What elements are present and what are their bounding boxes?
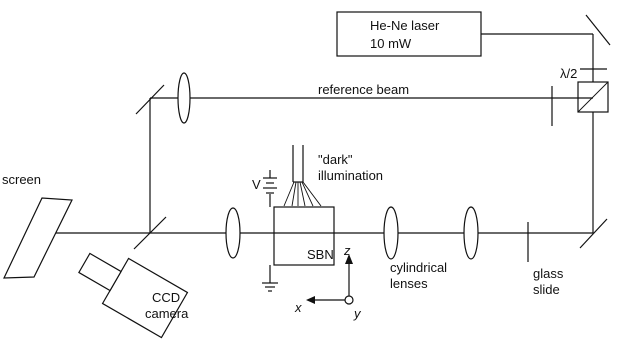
lenses-label: lenses	[390, 276, 428, 291]
imaging-lens	[225, 207, 241, 259]
illumination-ray-5	[301, 181, 314, 207]
z-axis-label: z	[343, 243, 351, 258]
y-axis-label: y	[353, 306, 362, 321]
cylindrical-lens-2	[463, 206, 479, 260]
illumination-ray-2	[291, 181, 297, 207]
x-axis-arrowhead	[306, 296, 315, 304]
laser-power-label: 10 mW	[370, 36, 412, 51]
sbn-label: SBN	[307, 247, 334, 262]
cylindrical-lens-1	[383, 206, 399, 260]
illumination-ray-6	[302, 181, 322, 207]
illumination-ray-4	[299, 181, 306, 207]
ccd-camera-lens	[78, 252, 122, 292]
x-axis-label: x	[294, 300, 302, 315]
reference-beam-label: reference beam	[318, 82, 409, 97]
screen	[3, 197, 73, 279]
reference-beam-lens	[177, 72, 191, 124]
illumination-ray-1	[283, 181, 295, 207]
ccd-label: CCD	[152, 290, 180, 305]
illumination-label: illumination	[318, 168, 383, 183]
mirror-bottom-right	[579, 218, 608, 249]
slide-label: slide	[533, 282, 560, 297]
laser-label: He-Ne laser	[370, 18, 440, 33]
mirror-top-right	[585, 14, 611, 46]
voltage-label: V	[252, 177, 261, 192]
camera-label: camera	[145, 306, 189, 321]
cylindrical-label: cylindrical	[390, 260, 447, 275]
combining-beam-splitter	[133, 216, 167, 250]
dark-label: "dark"	[318, 152, 353, 167]
ccd-camera	[78, 252, 189, 339]
sbn-crystal	[273, 206, 335, 266]
z-axis-arrowhead	[345, 254, 353, 264]
beam-splitter-diagonal	[577, 81, 609, 113]
laser-box	[336, 11, 482, 57]
half-wave-label: λ/2	[560, 66, 577, 81]
y-axis-marker	[344, 295, 354, 305]
glass-label: glass	[533, 266, 564, 281]
screen-label: screen	[2, 172, 41, 187]
